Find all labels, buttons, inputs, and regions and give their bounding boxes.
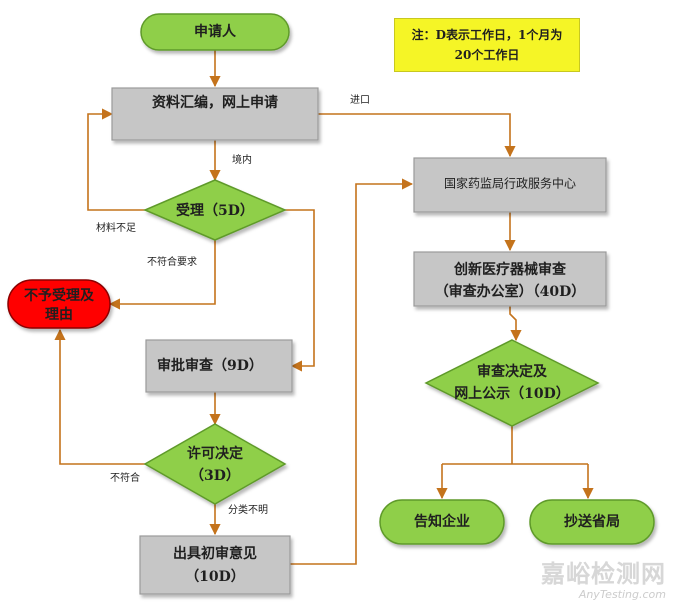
node-notify-company: 告知企业 xyxy=(379,499,505,545)
node-reject: 不予受理及 理由 xyxy=(7,279,111,329)
edge-accept-to-approval-review xyxy=(285,209,315,372)
node-approval-review: 审批审查（9D） xyxy=(145,339,293,393)
watermark: 嘉峪检测网 AnyTesting.com xyxy=(541,560,666,602)
node-license-decision-label-1: 许可决定 xyxy=(187,445,243,462)
node-applicant-label: 申请人 xyxy=(194,23,237,40)
node-innovation-review-label-1: 创新医疗器械审查 xyxy=(453,261,567,278)
watermark-sub: AnyTesting.com xyxy=(578,588,666,601)
note-box: 注：D表示工作日，1个月为 20个工作日 xyxy=(394,18,580,72)
edge-label-not-meet-requirements: 不符合要求 xyxy=(147,255,197,268)
edge-label-classification-unclear: 分类不明 xyxy=(228,503,268,516)
edge-opinion-to-service-center xyxy=(290,178,414,565)
edge-innovation-to-review-publicity xyxy=(509,306,522,342)
node-innovation-review: 创新医疗器械审查 （审查办公室）（40D） xyxy=(413,251,607,307)
node-review-publicity-label-2: 网上公示（10D） xyxy=(454,386,570,402)
node-innovation-review-label-2: （审查办公室）（40D） xyxy=(435,283,586,300)
node-review-publicity-label-1: 审查决定及 xyxy=(477,363,548,380)
node-compile-apply: 资料汇编，网上申请 xyxy=(111,87,319,141)
node-reject-label-1: 不予受理及 xyxy=(24,287,95,304)
node-license-decision: 许可决定 （3D） xyxy=(143,423,287,505)
edge-compile-to-service-center xyxy=(318,113,516,158)
node-applicant: 申请人 xyxy=(140,13,290,51)
edge-label-not-compliant: 不符合 xyxy=(110,471,140,484)
node-accept: 受理（5D） xyxy=(143,179,287,241)
note-line-1: 注：D表示工作日，1个月为 xyxy=(411,28,563,42)
node-service-center: 国家药监局行政服务中心 xyxy=(413,157,607,213)
node-compile-apply-label: 资料汇编，网上申请 xyxy=(152,94,278,111)
node-review-publicity: 审查决定及 网上公示（10D） xyxy=(424,339,600,427)
edge-accept-to-reject xyxy=(108,240,216,310)
edge-label-insufficient-materials: 材料不足 xyxy=(96,221,136,234)
node-approval-review-label: 审批审查（9D） xyxy=(157,357,263,374)
node-reject-label-2: 理由 xyxy=(45,306,73,323)
edges xyxy=(54,50,594,565)
node-cc-province: 抄送省局 xyxy=(529,499,655,545)
node-preliminary-opinion-label-1: 出具初审意见 xyxy=(173,545,257,562)
node-license-decision-label-2: （3D） xyxy=(190,468,240,484)
note-line-2: 20个工作日 xyxy=(454,48,520,62)
edge-label-domestic: 境内 xyxy=(232,153,252,166)
node-preliminary-opinion-label-2: （10D） xyxy=(185,569,245,585)
node-accept-label: 受理（5D） xyxy=(176,202,254,219)
node-notify-company-label: 告知企业 xyxy=(414,513,470,530)
node-service-center-label: 国家药监局行政服务中心 xyxy=(444,176,576,191)
watermark-main: 嘉峪检测网 xyxy=(541,560,666,588)
node-preliminary-opinion: 出具初审意见 （10D） xyxy=(139,535,291,595)
edge-label-import: 进口 xyxy=(350,94,370,106)
node-cc-province-label: 抄送省局 xyxy=(564,513,620,530)
edge-accept-to-compile-insufficient xyxy=(87,108,150,211)
edge-license-decision-to-reject xyxy=(54,328,150,465)
